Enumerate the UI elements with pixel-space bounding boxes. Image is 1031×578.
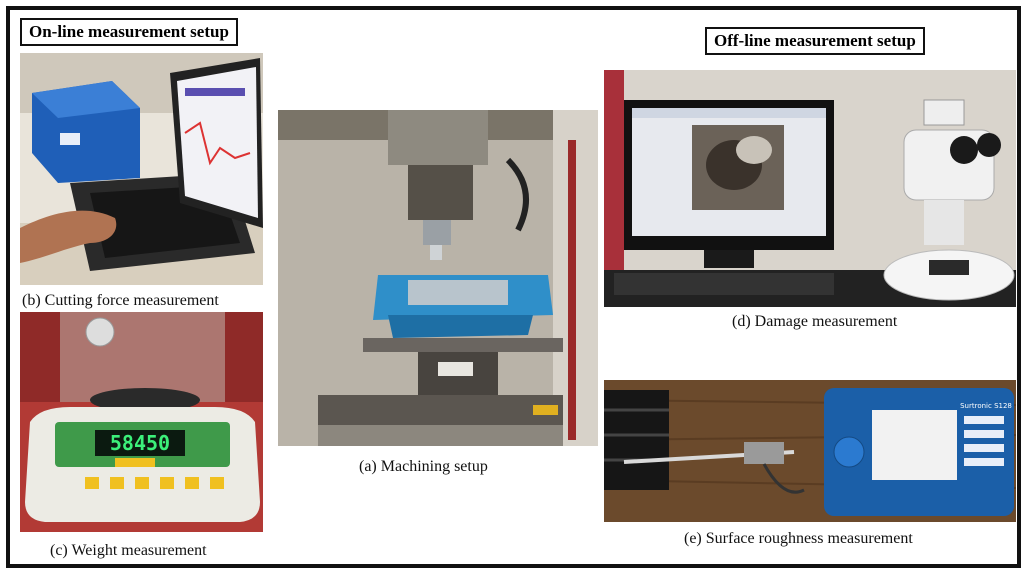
scale-display-text: 58450 [110,431,170,455]
caption-e: (e) Surface roughness measurement [684,530,913,547]
figure-frame: On-line measurement setup Off-line measu… [6,6,1021,568]
online-header: On-line measurement setup [20,18,238,46]
machining-photo [278,110,598,446]
damage-photo [604,70,1016,307]
caption-d: (d) Damage measurement [732,313,898,330]
cutting-force-photo [20,53,263,285]
caption-c: (c) Weight measurement [50,542,207,559]
offline-header: Off-line measurement setup [705,27,925,55]
caption-b: (b) Cutting force measurement [22,292,219,309]
roughness-device-label: Surtronic S128 [960,402,1012,410]
caption-a: (a) Machining setup [359,458,488,475]
roughness-photo: Surtronic S128 [604,380,1016,522]
weight-photo: 58450 [20,312,263,532]
